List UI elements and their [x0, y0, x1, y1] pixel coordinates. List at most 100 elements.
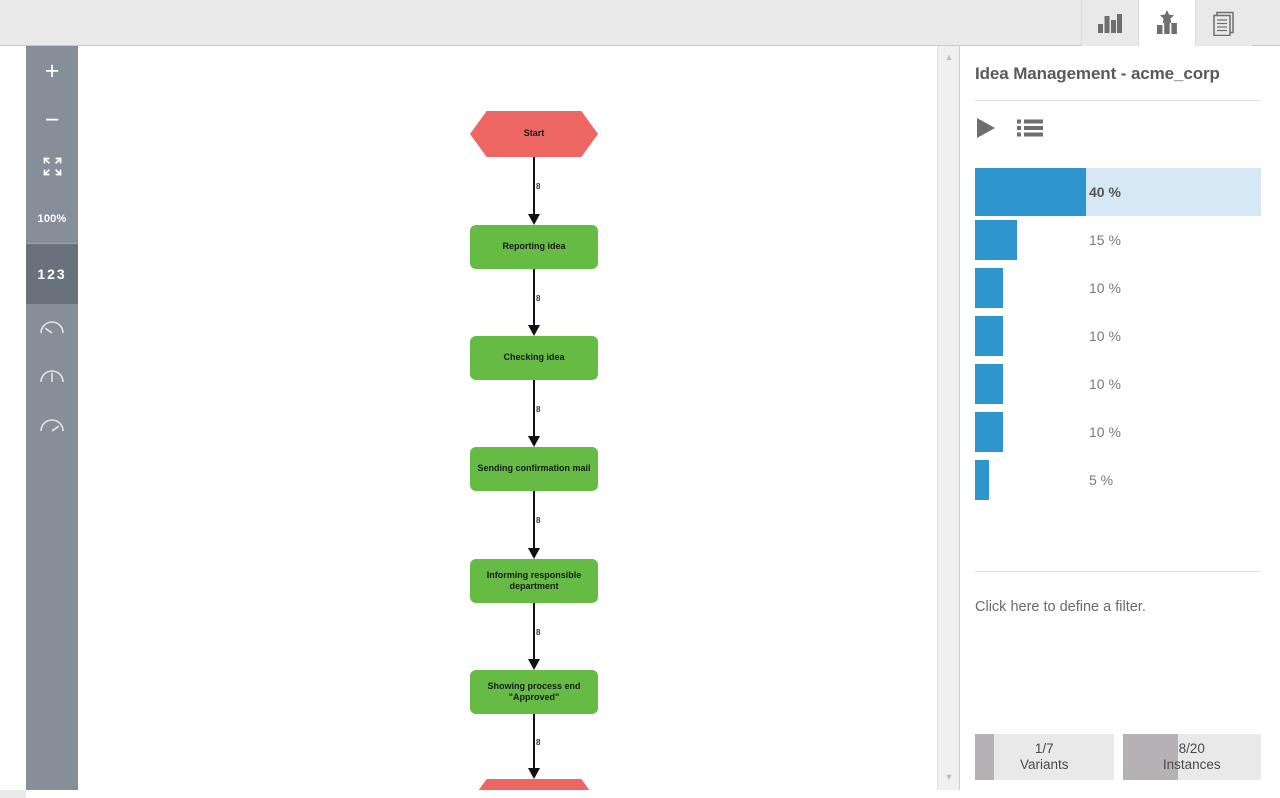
- gauge-low-icon: [39, 318, 65, 340]
- variants-stat-label: Variants: [1019, 757, 1069, 772]
- document-icon: [1211, 10, 1237, 36]
- zoom-level-label: 100%: [37, 212, 67, 225]
- variant-row[interactable]: 10 %: [975, 264, 1261, 312]
- flow-edge-label: 8: [536, 737, 541, 747]
- flow-node-n1[interactable]: Reporting idea: [470, 225, 598, 269]
- flow-node-n5[interactable]: Showing process end "Approved": [470, 670, 598, 714]
- flow-edge-label: 8: [536, 293, 541, 303]
- flow-edge-arrowhead: [528, 659, 540, 670]
- variants-panel: Idea Management - acme_corp: [961, 46, 1280, 798]
- bar-chart-star-icon: [1153, 10, 1181, 36]
- flow-edge-arrowhead: [528, 436, 540, 447]
- list-icon: [1017, 118, 1043, 143]
- instances-stat-value: 8/20: [1178, 740, 1205, 756]
- gauge-low-button[interactable]: [26, 304, 78, 353]
- flow-node-label: Checking idea: [503, 352, 565, 363]
- flow-node-label: Reporting idea: [502, 241, 566, 252]
- variant-percentage-label: 10 %: [1089, 424, 1121, 440]
- variant-row[interactable]: 40 %: [975, 168, 1261, 216]
- flow-node-n4[interactable]: Informing responsible department: [470, 559, 598, 603]
- variant-bar: [975, 364, 1003, 404]
- flow-edge-label: 8: [536, 182, 541, 191]
- variant-row[interactable]: 10 %: [975, 360, 1261, 408]
- fit-to-screen-icon: [42, 157, 62, 181]
- bar-chart-icon: [1096, 11, 1124, 35]
- variant-percentage-label: 15 %: [1089, 232, 1121, 248]
- tab-document[interactable]: [1195, 0, 1252, 46]
- flow-node-label: Start: [523, 128, 545, 139]
- flow-node-start[interactable]: Start: [470, 111, 598, 157]
- flow-node-label: Sending confirmation mail: [477, 463, 591, 474]
- panel-footer: 1/7 Variants 8/20 Instances: [975, 734, 1261, 780]
- flow-node-label: Informing responsible department: [486, 569, 582, 591]
- canvas-vertical-scrollbar[interactable]: ▲ ▼: [937, 46, 959, 790]
- instances-stat-text: 8/20 Instances: [1123, 734, 1262, 780]
- instances-stat-fill: [1122, 734, 1178, 780]
- toolbar-divider: [26, 243, 78, 244]
- variant-list: 40 % 15 % 10 % 10 % 10 % 10 % 5 %: [975, 168, 1261, 504]
- zoom-in-button[interactable]: +: [44, 56, 60, 85]
- gauge-mid-button[interactable]: [26, 353, 78, 402]
- gauge-high-button[interactable]: [26, 402, 78, 451]
- variant-bar: [975, 460, 989, 500]
- gauge-mid-icon: [39, 367, 65, 389]
- variant-percentage-label: 40 %: [1089, 184, 1121, 200]
- flow-node-label: Showing process end "Approved": [487, 680, 581, 702]
- hexagon-shape: [470, 111, 598, 157]
- flow-edge-label: 8: [536, 404, 541, 414]
- zoom-out-button[interactable]: −: [44, 105, 60, 134]
- variant-bar: [975, 268, 1003, 308]
- top-bar-tabs: [1081, 0, 1252, 46]
- fit-to-screen-button[interactable]: [26, 144, 78, 194]
- variants-stat-button[interactable]: 1/7 Variants: [975, 734, 1114, 780]
- variant-row[interactable]: 10 %: [975, 408, 1261, 456]
- canvas-horizontal-scrollbar[interactable]: [0, 790, 26, 798]
- tab-variants[interactable]: [1138, 0, 1195, 46]
- canvas-toolbar: + − 100% 123: [26, 46, 78, 790]
- flow-edge: [533, 269, 535, 327]
- flow-edge-arrowhead: [528, 214, 540, 225]
- play-icon: [975, 116, 997, 145]
- flow-node-n2[interactable]: Checking idea: [470, 336, 598, 380]
- list-view-button[interactable]: [1017, 118, 1043, 143]
- show-numbers-button[interactable]: 123: [26, 244, 78, 304]
- variant-row[interactable]: 5 %: [975, 456, 1261, 504]
- gauge-high-icon: [39, 416, 65, 438]
- define-filter-link[interactable]: Click here to define a filter.: [975, 599, 1146, 615]
- variant-percentage-label: 5 %: [1089, 472, 1114, 488]
- variant-percentage-label: 10 %: [1089, 328, 1121, 344]
- flow-node-n3[interactable]: Sending confirmation mail: [470, 447, 598, 491]
- flow-edge-arrowhead: [528, 768, 540, 779]
- scroll-down-icon[interactable]: ▼: [944, 772, 954, 782]
- hexagon-shape: [470, 779, 598, 790]
- variant-bar: [975, 220, 1017, 260]
- variant-bar: [975, 412, 1003, 452]
- tab-chart[interactable]: [1081, 0, 1138, 46]
- flow-edge: [533, 380, 535, 438]
- flow-edge: [533, 714, 535, 770]
- instances-stat-label: Instances: [1162, 757, 1221, 772]
- panel-divider-bottom: [975, 571, 1261, 572]
- variant-row[interactable]: 15 %: [975, 216, 1261, 264]
- variants-stat-value: 1/7: [1034, 740, 1054, 756]
- play-button[interactable]: [975, 116, 997, 145]
- top-bar: [0, 0, 1280, 46]
- instances-stat-button[interactable]: 8/20 Instances: [1122, 734, 1262, 780]
- flow-edge: [533, 157, 535, 216]
- variant-percentage-label: 10 %: [1089, 376, 1121, 392]
- variant-bar: [975, 168, 1086, 216]
- variant-bar: [975, 316, 1003, 356]
- scroll-up-icon[interactable]: ▲: [944, 52, 954, 62]
- panel-actions: [975, 116, 1043, 145]
- variants-stat-fill: [975, 734, 995, 780]
- flow-node-end[interactable]: End: [470, 779, 598, 790]
- variant-row[interactable]: 10 %: [975, 312, 1261, 360]
- variants-stat-text: 1/7 Variants: [975, 734, 1114, 780]
- flow-edge: [533, 603, 535, 661]
- canvas-bottom-strip: [0, 790, 960, 798]
- variant-percentage-label: 10 %: [1089, 280, 1121, 296]
- flow-edge: [533, 491, 535, 550]
